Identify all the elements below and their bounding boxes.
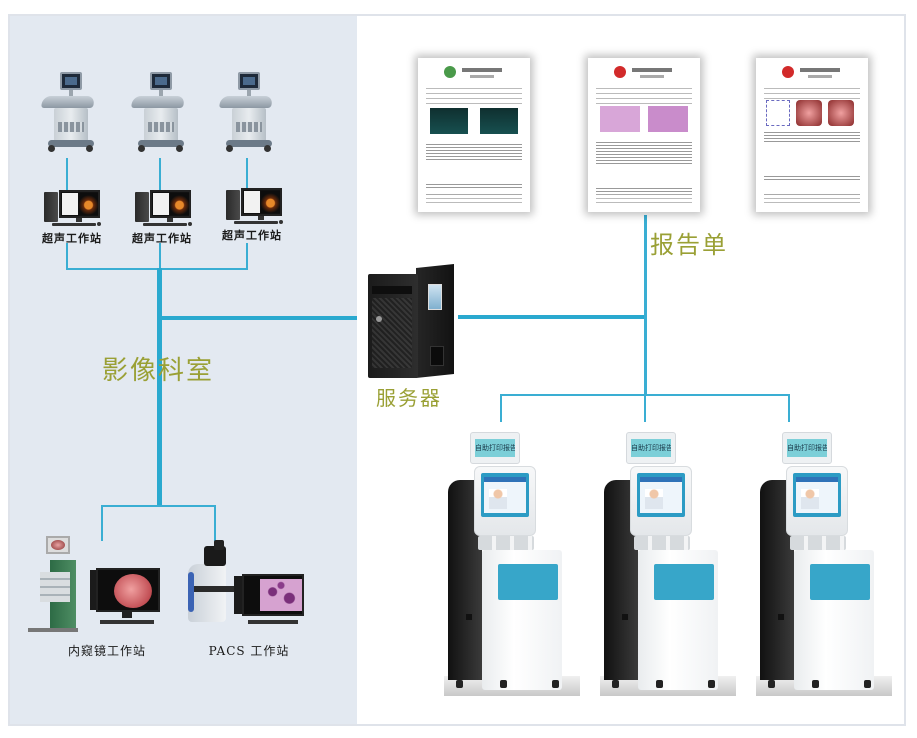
ultrasound-machine: [130, 72, 188, 152]
connector-bottom-bus: [101, 505, 216, 507]
hospital-logo-icon: [444, 66, 456, 78]
connector-ws3-down: [246, 243, 248, 269]
kiosk-sign: 自助打印报告: [470, 432, 520, 464]
ultrasound-workstation-computer: [135, 190, 193, 230]
endoscopy-workstation: [24, 530, 164, 640]
report-sheet-endoscopy: [756, 58, 868, 212]
ultrasound-workstation-computer: [44, 190, 102, 230]
connector-imaging-to-server: [157, 316, 357, 320]
ultrasound-workstation-label: 超声工作站: [42, 232, 102, 245]
self-service-kiosk: 自助打印报告: [444, 428, 580, 696]
connector-pacs: [214, 505, 216, 541]
self-service-kiosk: 自助打印报告: [600, 428, 736, 696]
connector-us1-ws1: [66, 158, 68, 190]
report-sheet-ultrasound: [418, 58, 530, 212]
connector-reports-trunk: [644, 215, 647, 395]
pacs-workstation-microscope: [186, 540, 310, 630]
connector-endoscope: [101, 505, 103, 541]
connector-ws2-down: [159, 243, 161, 269]
connector-kiosk-1: [500, 394, 502, 422]
connector-us3-ws3: [246, 158, 248, 190]
connector-imaging-trunk: [157, 268, 162, 506]
connector-kiosk-3: [788, 394, 790, 422]
pacs-workstation-label: PACS 工作站: [208, 644, 290, 658]
kiosk-sign: 自助打印报告: [626, 432, 676, 464]
report-sheet-pathology: [588, 58, 700, 212]
ultrasound-machine: [40, 72, 98, 152]
ultrasound-workstation-computer: [226, 188, 284, 228]
connector-us2-ws2: [159, 158, 161, 190]
connector-ws1-down: [66, 243, 68, 269]
self-service-kiosk: 自助打印报告: [756, 428, 892, 696]
ultrasound-machine: [218, 72, 276, 152]
connector-kiosk-2: [644, 394, 646, 422]
ultrasound-workstation-label: 超声工作站: [222, 229, 282, 242]
server-tower: [368, 264, 454, 378]
ultrasound-workstation-label: 超声工作站: [132, 232, 192, 245]
kiosk-sign: 自助打印报告: [782, 432, 832, 464]
connector-server-to-hub: [458, 315, 646, 319]
hospital-logo-icon: [782, 66, 794, 78]
endoscopy-workstation-label: 内窥镜工作站: [67, 644, 147, 658]
hospital-logo-icon: [614, 66, 626, 78]
report-label: 报告单: [650, 231, 728, 259]
server-label: 服务器: [376, 386, 442, 410]
imaging-department-label: 影像科室: [102, 356, 215, 386]
